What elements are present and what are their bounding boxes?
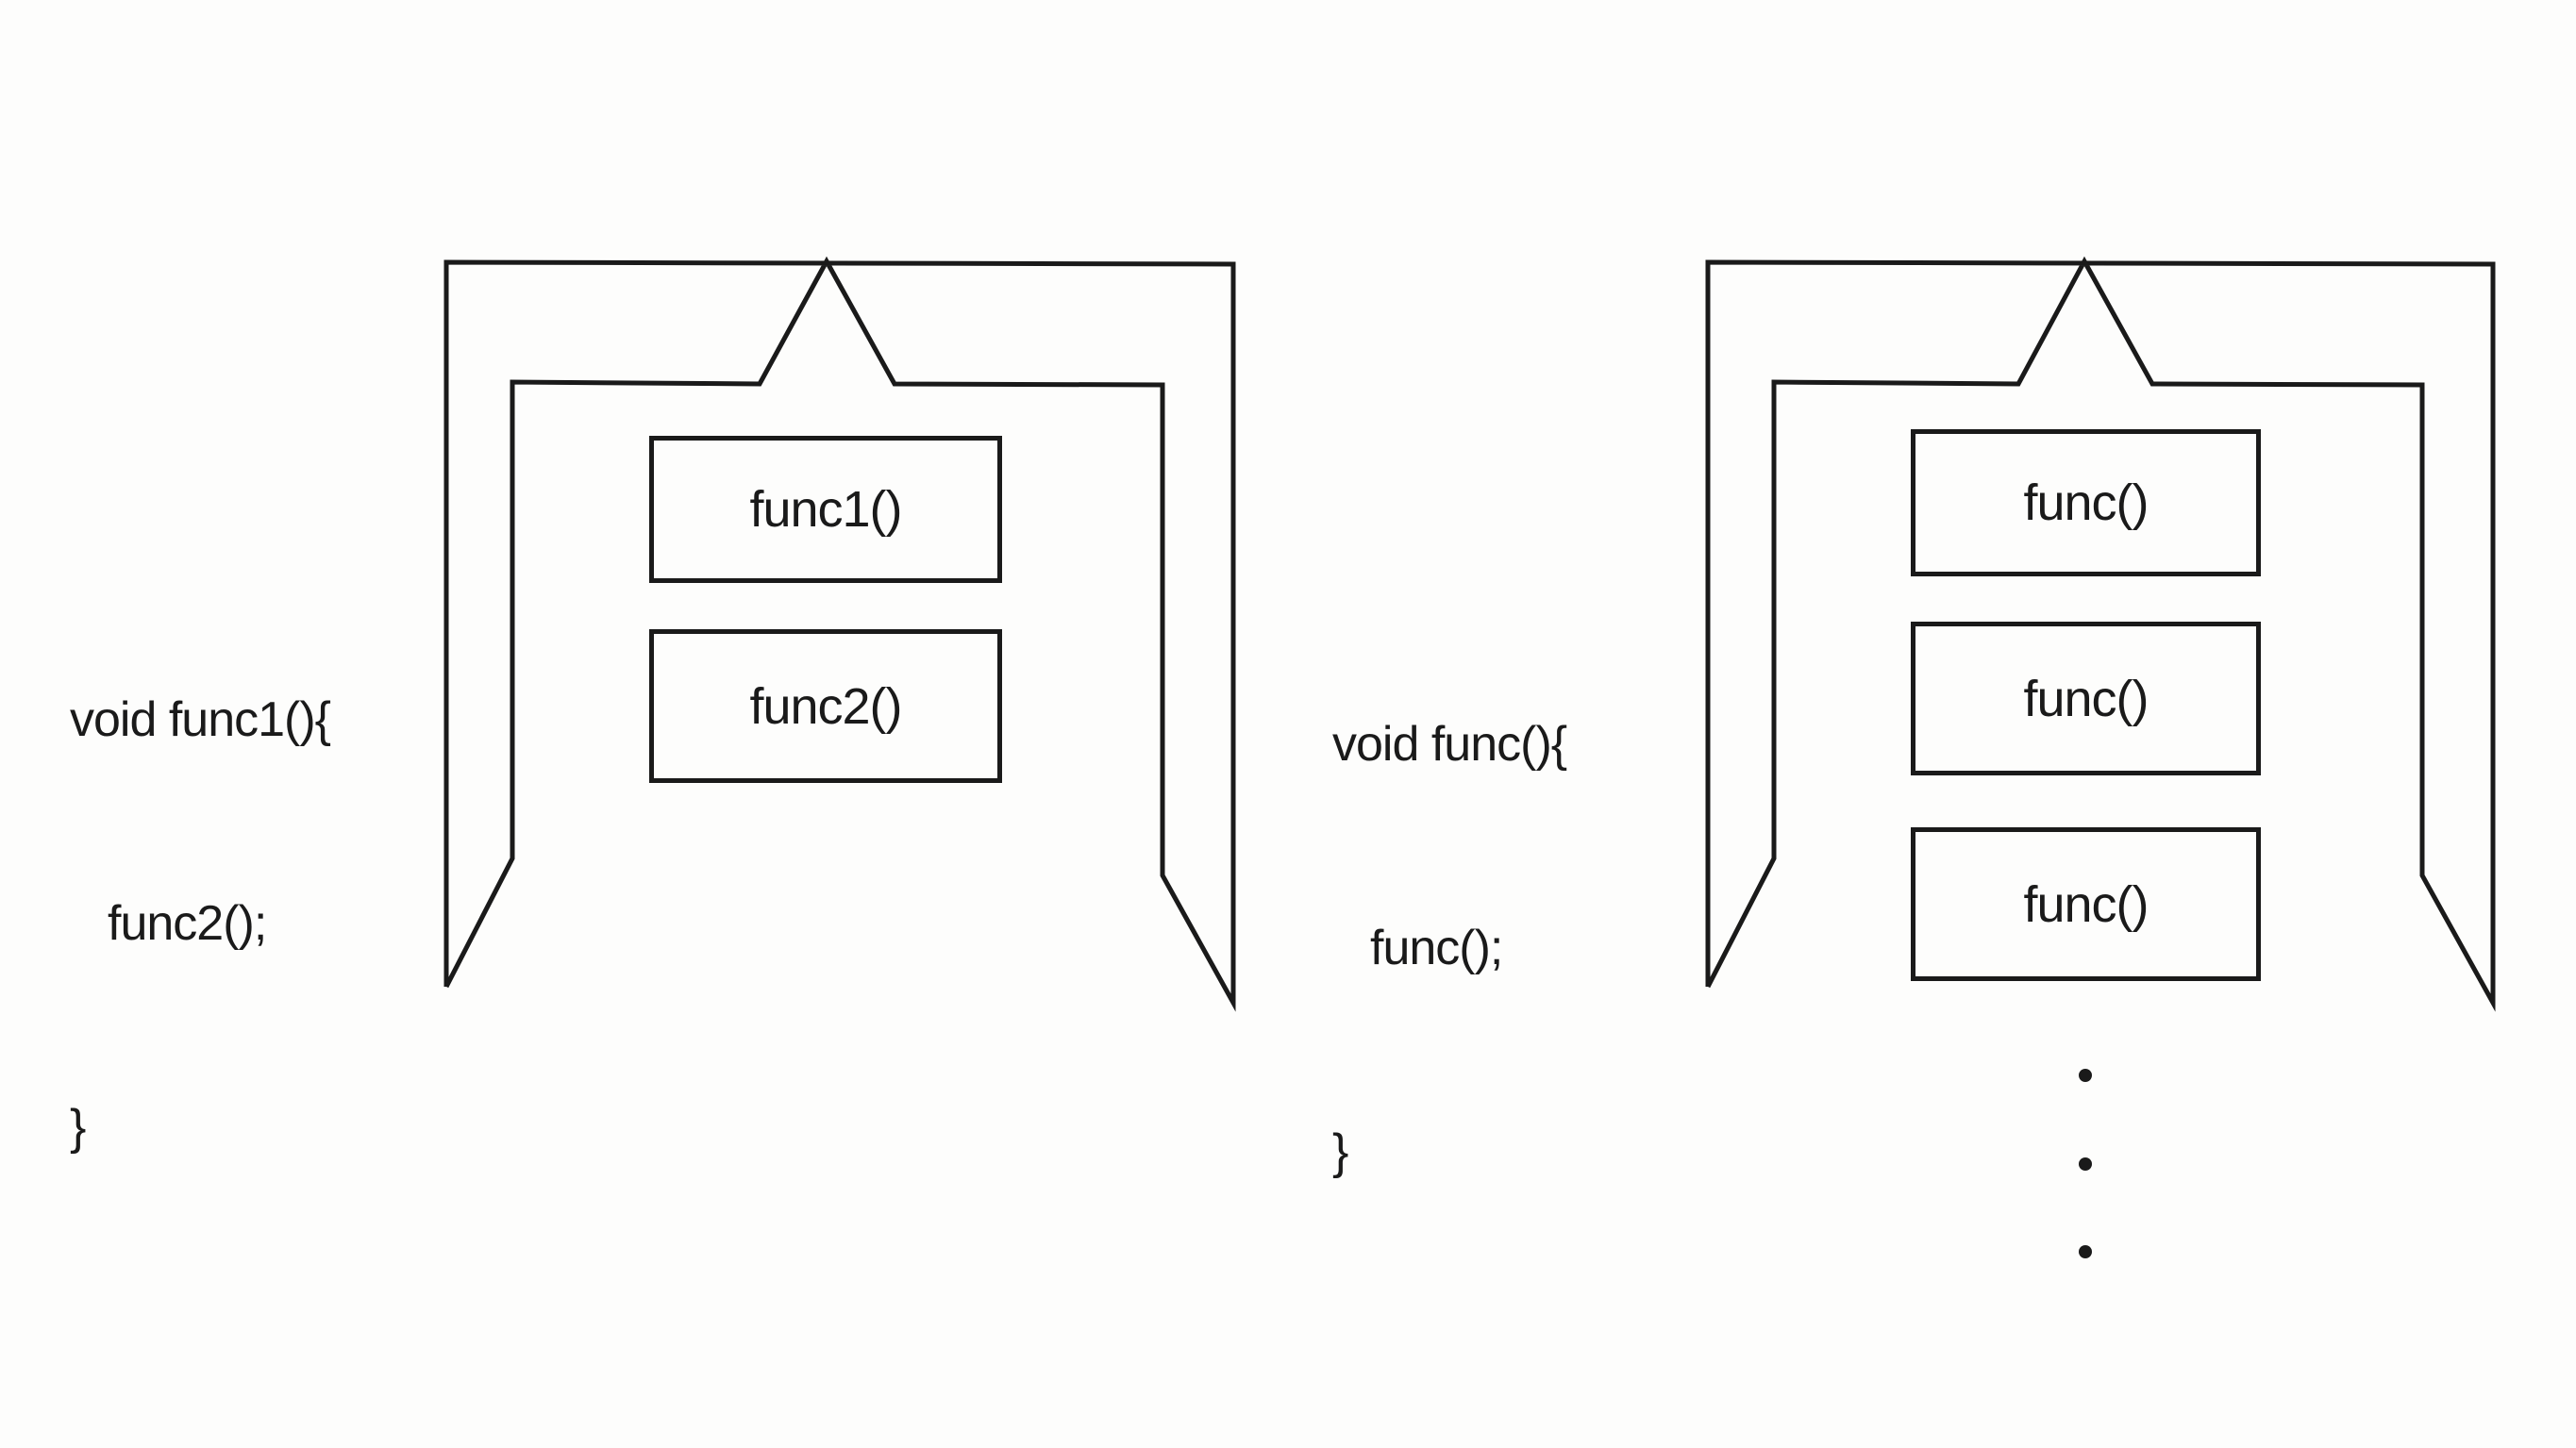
code-line: func2();	[108, 896, 267, 951]
code-line: }	[70, 1100, 86, 1155]
code-line: }	[1332, 1124, 1348, 1179]
stack-frame-func1: func1()	[649, 436, 1002, 583]
ellipsis-dot	[2079, 1245, 2092, 1258]
stack-frame-func: func()	[1911, 622, 2261, 775]
stack-frame-func2: func2()	[649, 629, 1002, 783]
stack-frame-func: func()	[1911, 827, 2261, 981]
ellipsis-dot	[2079, 1069, 2092, 1082]
stack-frame-func: func()	[1911, 429, 2261, 576]
code-line: void func1(){	[70, 692, 331, 747]
left-stack-outline	[443, 256, 1236, 1012]
code-line: func();	[1370, 921, 1503, 975]
right-stack-outline	[1705, 256, 2496, 1012]
code-line: void func(){	[1332, 717, 1567, 772]
ellipsis-dot	[2079, 1157, 2092, 1171]
left-code-snippet: void func1(){ func2(); }	[70, 550, 331, 1229]
right-code-snippet: void func(){ func(); }	[1332, 574, 1567, 1254]
